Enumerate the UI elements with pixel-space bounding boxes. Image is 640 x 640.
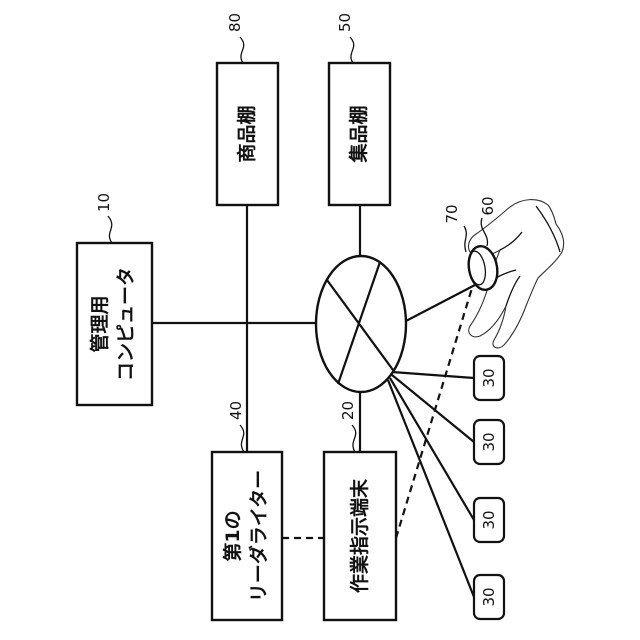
terminal-30-4-ref: 30 — [480, 587, 498, 606]
mgmt-computer-label-line1: 管理用 — [88, 295, 111, 352]
mgmt-computer-ref: 10 — [95, 193, 113, 212]
terminal-30-3: 30 — [474, 498, 504, 542]
collect-shelf-node: 集品棚 50 — [329, 13, 390, 205]
terminal-30-2: 30 — [474, 420, 504, 464]
mgmt-computer-node: 管理用 コンピュータ 10 — [77, 193, 152, 405]
reader-writer-label-line1: 第1の — [221, 510, 244, 561]
terminal-30-3-ref: 30 — [480, 510, 498, 529]
collect-shelf-label: 集品棚 — [347, 105, 370, 163]
terminal-30-group: 30 30 30 30 — [474, 356, 504, 619]
collect-shelf-ref-leader — [350, 37, 354, 63]
network-hub — [316, 256, 406, 392]
network-hub-ellipse — [316, 256, 406, 392]
tag-70-ref-leader — [464, 226, 466, 252]
work-terminal-ref: 20 — [339, 401, 357, 420]
tag-70: 70 — [443, 204, 466, 252]
terminal-30-1: 30 — [474, 356, 504, 400]
mgmt-computer-label-line2: コンピュータ — [115, 267, 137, 381]
product-shelf-ref: 80 — [226, 13, 244, 32]
tag-70-ref: 70 — [443, 204, 461, 223]
connections — [152, 205, 475, 597]
collect-shelf-ref: 50 — [336, 13, 354, 32]
reader-writer-ref: 40 — [227, 401, 245, 420]
work-terminal-label: 作業指示端末 — [348, 478, 371, 593]
mgmt-computer-ref-leader — [108, 216, 112, 243]
line-hub-to-terminal-3 — [390, 378, 474, 520]
terminal-30-4: 30 — [474, 575, 504, 619]
terminal-30-1-ref: 30 — [480, 368, 498, 387]
product-shelf-node: 商品棚 80 — [217, 13, 278, 205]
terminal-30-2-ref: 30 — [480, 432, 498, 451]
reader-writer-ref-leader — [240, 425, 244, 452]
product-shelf-label: 商品棚 — [235, 105, 258, 162]
product-shelf-ref-leader — [240, 37, 244, 63]
reader-writer-label-line2: リーダライター — [247, 470, 270, 602]
line-hub-to-terminal-1 — [392, 372, 474, 378]
device-60-ref: 60 — [479, 196, 497, 215]
line-hub-to-terminal-2 — [392, 375, 474, 442]
wireless-link-terminal-to-device — [396, 288, 472, 538]
work-terminal-ref-leader — [352, 425, 356, 452]
line-hub-to-terminal-4 — [388, 380, 474, 597]
